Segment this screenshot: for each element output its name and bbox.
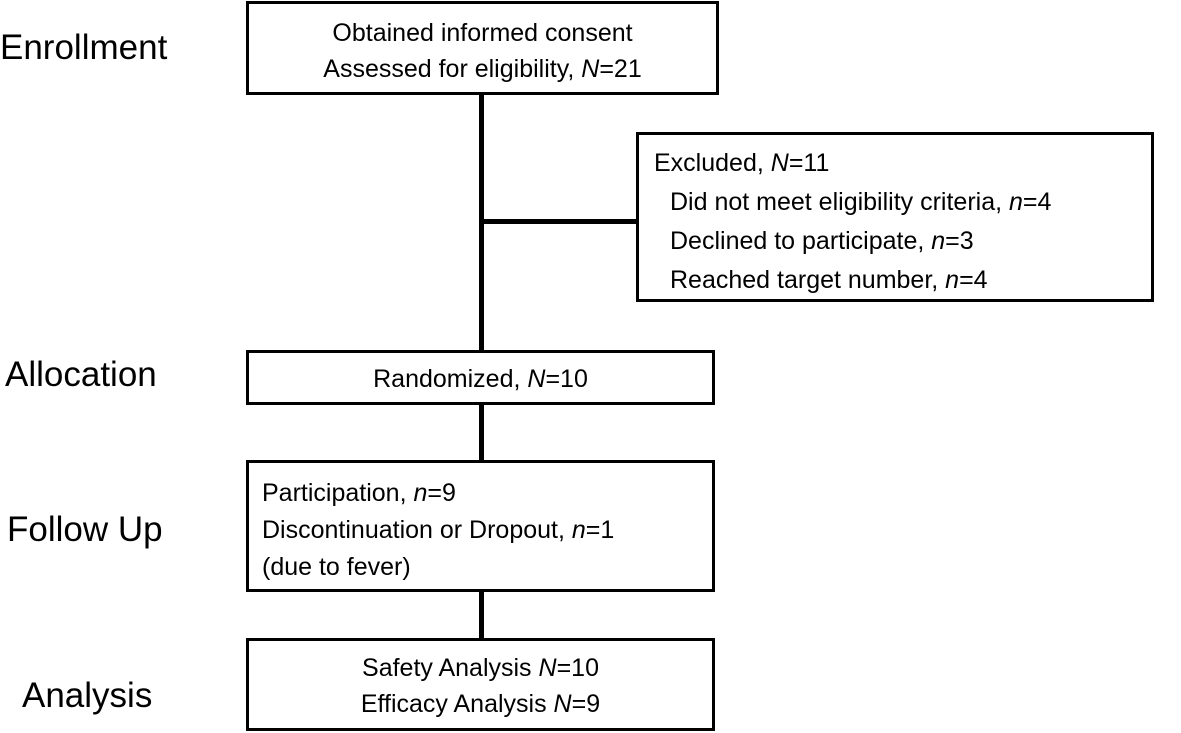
analysis-box: Safety Analysis N=10 Efficacy Analysis N…: [246, 638, 715, 731]
eligibility-text: Assessed for eligibility, N=21: [323, 55, 642, 83]
dropout-text: Discontinuation or Dropout, n=1: [262, 516, 615, 544]
enrollment-box: Obtained informed consent Assessed for e…: [246, 1, 719, 95]
connector-allocation-to-followup: [479, 404, 484, 462]
stage-label-analysis: Analysis: [22, 676, 153, 715]
allocation-box: Randomized, N=10: [246, 350, 715, 405]
stage-label-allocation: Allocation: [5, 355, 157, 394]
participation-text: Participation, n=9: [262, 479, 456, 507]
stage-label-follow-up: Follow Up: [7, 510, 163, 549]
connector-followup-to-analysis: [479, 590, 484, 640]
stage-label-enrollment: Enrollment: [0, 28, 168, 67]
randomized-text: Randomized, N=10: [373, 365, 588, 393]
excluded-header: Excluded, N=11: [654, 149, 830, 177]
followup-box: Participation, n=9 Discontinuation or Dr…: [246, 460, 715, 592]
excluded-item: Declined to participate, n=3: [670, 227, 974, 255]
safety-analysis-text: Safety Analysis N=10: [362, 654, 599, 682]
excluded-item: Reached target number, n=4: [670, 266, 988, 294]
consent-text: Obtained informed consent: [332, 19, 633, 47]
excluded-box: Excluded, N=11 Did not meet eligibility …: [636, 132, 1154, 302]
efficacy-analysis-text: Efficacy Analysis N=9: [360, 690, 601, 718]
dropout-reason-text: (due to fever): [262, 553, 411, 581]
excluded-item: Did not meet eligibility criteria, n=4: [670, 188, 1052, 216]
connector-to-excluded: [479, 219, 638, 224]
